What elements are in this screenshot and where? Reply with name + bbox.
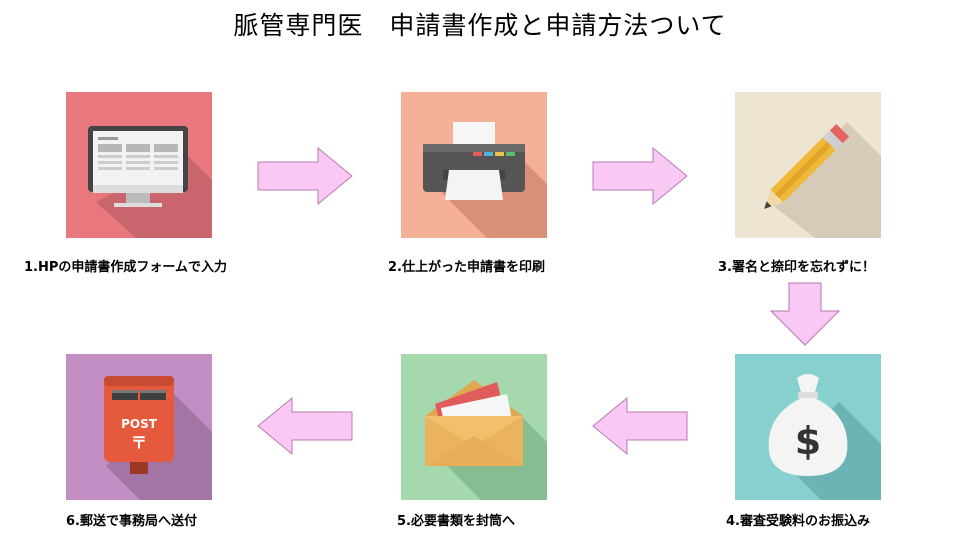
printer-icon: [401, 92, 547, 238]
step-5-tile: [401, 354, 547, 500]
step-2-tile: [401, 92, 547, 238]
envelope-icon: [401, 354, 547, 500]
step-3-tile: [735, 92, 881, 238]
step-3-label: 3.署名と捺印を忘れずに！: [718, 260, 875, 275]
step-6-tile: POST 〒: [66, 354, 212, 500]
step-1-label: 1.HPの申請書作成フォームで入力: [24, 260, 228, 275]
arrow-down: [769, 282, 841, 346]
postbox-text: POST: [121, 417, 158, 431]
arrow-left-2: [257, 396, 353, 456]
step-4-tile: $: [735, 354, 881, 500]
step-1-tile: [66, 92, 212, 238]
step-5-label: 5.必要書類を封筒へ: [397, 514, 515, 529]
step-2-label: 2.仕上がった申請書を印刷: [388, 260, 545, 275]
page-title: 脈管専門医 申請書作成と申請方法ついて: [233, 11, 727, 40]
postbox-icon: POST 〒: [66, 354, 212, 500]
arrow-right-2: [592, 146, 688, 206]
step-4-label: 4.審査受験料のお振込み: [726, 514, 870, 529]
computer-monitor-icon: [66, 92, 212, 238]
step-6-label: 6.郵送で事務局へ送付: [66, 514, 197, 529]
currency-sign: $: [795, 419, 821, 463]
arrow-left-1: [592, 396, 688, 456]
postal-mark: 〒: [131, 433, 147, 452]
money-bag-icon: $: [735, 354, 881, 500]
pencil-icon: [735, 92, 881, 238]
arrow-right-1: [257, 146, 353, 206]
